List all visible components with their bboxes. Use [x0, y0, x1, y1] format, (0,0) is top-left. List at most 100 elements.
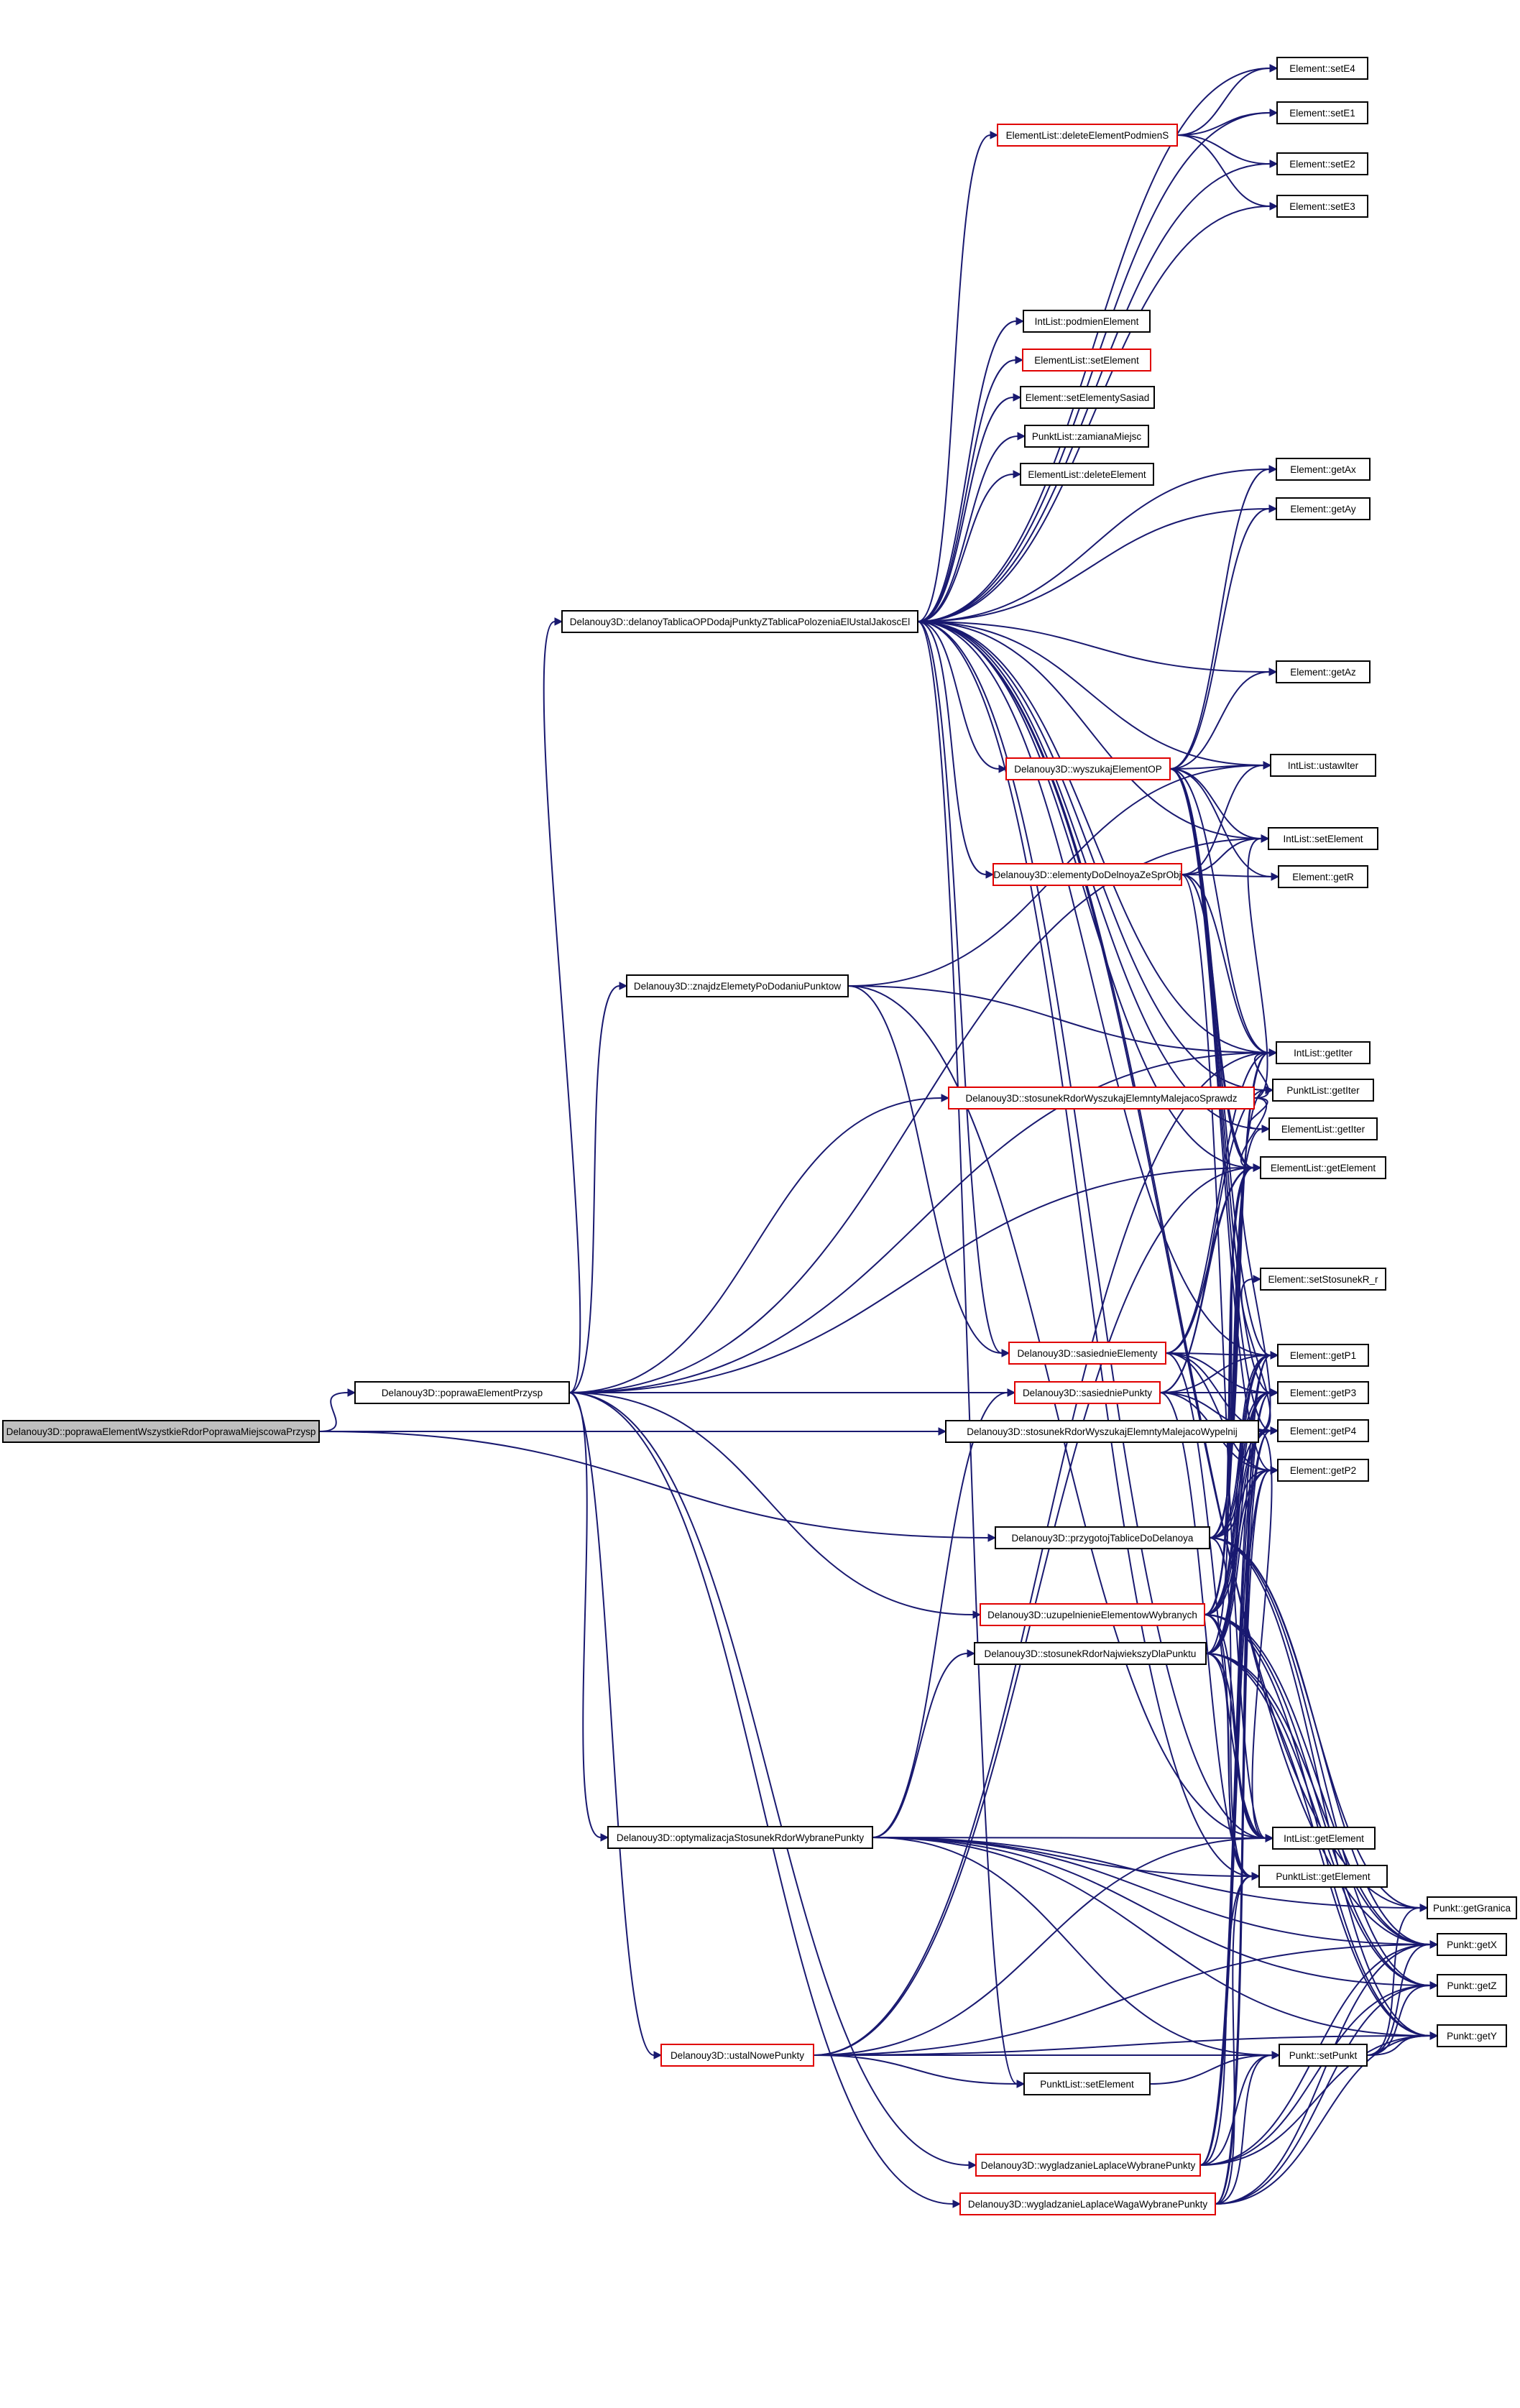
node-box — [1277, 1344, 1369, 1367]
edge-dtop-to-gay — [917, 508, 1270, 622]
edge-uzu-to-gp1 — [1204, 1355, 1271, 1615]
node-element-getaz[interactable]: Element::getAz — [1276, 660, 1371, 683]
edge-unp-to-plse — [813, 2054, 1018, 2085]
node-label: Element::setE2 — [1289, 159, 1355, 170]
node-box — [1276, 660, 1371, 683]
node-punktlist-setelement[interactable]: PunktList::setElement — [1023, 2072, 1151, 2095]
node-label: Delanouy3D::stosunekRdorWyszukajElemntyM… — [967, 1426, 1237, 1437]
edge-dtop-to-gaz — [917, 621, 1270, 673]
node-box — [1268, 1117, 1378, 1140]
node-delanouy3d-elementydodelnoyazesprobj[interactable]: Delanouy3D::elementyDoDelnoyaZeSprObj — [992, 863, 1182, 886]
node-element-sete3[interactable]: Element::setE3 — [1276, 195, 1368, 218]
node-delanouy3d-wygladzanielaplacewagawybranepunkty[interactable]: Delanouy3D::wygladzanieLaplaceWagaWybran… — [959, 2192, 1216, 2215]
node-element-setelementysasiad[interactable]: Element::setElementySasiad — [1020, 386, 1155, 409]
node-intlist-getelement[interactable]: IntList::getElement — [1272, 1827, 1376, 1850]
edge-unp-to-ilgi — [813, 1052, 1270, 2056]
node-delanouy3d-przygotojtablicedodelanoya[interactable]: Delanouy3D::przygotojTabliceDoDelanoya — [995, 1526, 1210, 1549]
edge-dtop-to-ess — [917, 397, 1014, 622]
node-element-getp1[interactable]: Element::getP1 — [1277, 1344, 1369, 1367]
node-label: PunktList::setElement — [1040, 2079, 1134, 2090]
node-punkt-gety[interactable]: Punkt::getY — [1437, 2024, 1507, 2047]
edge-opt-to-plge — [872, 1837, 1253, 1877]
edge-ssp-to-ilgi — [1253, 1052, 1270, 1099]
node-label: Punkt::getY — [1447, 2031, 1497, 2042]
edge-snp-to-pgx — [1205, 1653, 1431, 1945]
node-label: Delanouy3D::delanoyTablicaOPDodajPunktyZ… — [570, 617, 911, 627]
node-label: Delanouy3D::poprawaElementWszystkieRdorP… — [6, 1426, 316, 1437]
edge-wlw-to-pgx — [1215, 1944, 1431, 2205]
node-punktlist-zamianamiejsc[interactable]: PunktList::zamianaMiejsc — [1024, 425, 1149, 448]
node-label: Punkt::getGranica — [1433, 1903, 1511, 1914]
node-label: Delanouy3D::elementyDoDelnoyaZeSprObj — [993, 869, 1181, 880]
edge-snp-to-elge — [1205, 1167, 1254, 1654]
node-punkt-getz[interactable]: Punkt::getZ — [1437, 1974, 1507, 1997]
edge-root-to-ptd — [318, 1431, 989, 1539]
node-element-sete2[interactable]: Element::setE2 — [1276, 152, 1368, 175]
node-punkt-setpunkt[interactable]: Punkt::setPunkt — [1279, 2044, 1368, 2067]
node-element-sete1[interactable]: Element::setE1 — [1276, 101, 1368, 124]
node-punkt-getx[interactable]: Punkt::getX — [1437, 1933, 1507, 1956]
node-delanouy3d-poprawaelementprzysp[interactable]: Delanouy3D::poprawaElementPrzysp — [354, 1381, 570, 1404]
node-elementlist-deleteelement[interactable]: ElementList::deleteElement — [1020, 463, 1154, 486]
node-box — [561, 610, 918, 633]
node-elementlist-setelement[interactable]: ElementList::setElement — [1022, 349, 1151, 372]
node-element-getay[interactable]: Element::getAy — [1276, 497, 1371, 520]
node-box — [1272, 1827, 1376, 1850]
arrowhead-dtop-to-eldp — [990, 131, 999, 139]
node-element-getp3[interactable]: Element::getP3 — [1277, 1381, 1369, 1404]
arrowhead-plse-to-psp — [1271, 2051, 1281, 2059]
arrowhead-dtop-to-ilpe — [1015, 317, 1025, 326]
edge-dtop-to-e4 — [917, 68, 1271, 622]
node-box — [1437, 1974, 1507, 1997]
node-delanouy3d-sasiedniepunkty[interactable]: Delanouy3D::sasiedniePunkty — [1014, 1381, 1161, 1404]
edge-edd-to-gr — [1181, 874, 1272, 877]
node-delanouy3d-optymalizacjastosunekrdorwybranepunkty[interactable]: Delanouy3D::optymalizacjaStosunekRdorWyb… — [607, 1826, 873, 1849]
arrowhead-dtop-to-else — [1015, 356, 1024, 364]
node-delanouy3d-poprawaelementwszystkierdorpoprawamiejscowaprzysp[interactable]: Delanouy3D::poprawaElementWszystkieRdorP… — [2, 1420, 320, 1443]
edge-eldp-to-e3 — [1176, 134, 1271, 207]
node-intlist-getiter[interactable]: IntList::getIter — [1276, 1041, 1371, 1064]
edge-zne-to-ilgi — [847, 985, 1270, 1053]
node-label: Element::getAz — [1290, 667, 1356, 678]
node-intlist-podmienelement[interactable]: IntList::podmienElement — [1023, 310, 1151, 333]
arrowhead-unp-to-ilge — [1265, 1834, 1274, 1842]
node-element-getp4[interactable]: Element::getP4 — [1277, 1419, 1369, 1442]
node-label: PunktList::getIter — [1286, 1085, 1360, 1096]
edge-snp-to-gp1 — [1205, 1355, 1271, 1654]
node-box — [1020, 386, 1155, 409]
edge-zne-to-ilge — [847, 985, 1266, 1839]
node-element-setstosunekr-r[interactable]: Element::setStosunekR_r — [1260, 1268, 1386, 1291]
edge-dtop-to-plgi — [917, 621, 1266, 1091]
edge-edd-to-ilse — [1181, 838, 1262, 875]
node-delanouy3d-stosunekrdornajwiekszydlapunktu[interactable]: Delanouy3D::stosunekRdorNajwiekszyDlaPun… — [974, 1642, 1207, 1665]
node-delanouy3d-ustalnowepunkty[interactable]: Delanouy3D::ustalNowePunkty — [660, 2044, 814, 2067]
node-delanouy3d-stosunekrdorwyszukajelemntymalejacosprawdz[interactable]: Delanouy3D::stosunekRdorWyszukajElemntyM… — [948, 1087, 1255, 1110]
edge-dtop-to-gp1 — [917, 621, 1271, 1356]
node-delanouy3d-wyszukajelementop[interactable]: Delanouy3D::wyszukajElementOP — [1005, 757, 1171, 780]
node-delanouy3d-delanoytablicaopdodajpunktyztablicapolozeniaelustaljakoscel[interactable]: Delanouy3D::delanoyTablicaOPDodajPunktyZ… — [561, 610, 918, 633]
node-punkt-getgranica[interactable]: Punkt::getGranica — [1427, 1896, 1517, 1919]
node-label: ElementList::deleteElement — [1028, 469, 1146, 480]
node-element-getax[interactable]: Element::getAx — [1276, 458, 1371, 481]
edge-opt-to-snp — [872, 1653, 968, 1838]
node-delanouy3d-stosunekrdorwyszukajelemntymalejacowypelnij[interactable]: Delanouy3D::stosunekRdorWyszukajElemntyM… — [945, 1420, 1259, 1443]
node-delanouy3d-wygladzanielaplacewybranepunkty[interactable]: Delanouy3D::wygladzanieLaplaceWybranePun… — [975, 2154, 1201, 2177]
node-delanouy3d-sasiednieelementy[interactable]: Delanouy3D::sasiednieElementy — [1008, 1342, 1166, 1365]
node-intlist-ustawiter[interactable]: IntList::ustawIter — [1270, 754, 1376, 777]
node-intlist-setelement[interactable]: IntList::setElement — [1268, 827, 1378, 850]
node-delanouy3d-uzupelnienieelementowwybranych[interactable]: Delanouy3D::uzupelnienieElementowWybrany… — [980, 1603, 1205, 1626]
node-elementlist-getiter[interactable]: ElementList::getIter — [1268, 1117, 1378, 1140]
node-element-getr[interactable]: Element::getR — [1278, 865, 1368, 888]
node-label: Element::getAx — [1290, 464, 1356, 475]
node-element-getp2[interactable]: Element::getP2 — [1277, 1459, 1369, 1482]
node-punktlist-getelement[interactable]: PunktList::getElement — [1258, 1865, 1388, 1888]
edge-opt-to-ilge — [872, 1837, 1266, 1839]
node-element-sete4[interactable]: Element::setE4 — [1276, 57, 1368, 80]
node-delanouy3d-znajdzelemetypododaniupunktow[interactable]: Delanouy3D::znajdzElemetyPoDodaniuPunkto… — [626, 974, 849, 997]
node-label: Punkt::getX — [1447, 1939, 1497, 1950]
node-elementlist-deleteelementpodmiens[interactable]: ElementList::deleteElementPodmienS — [997, 124, 1178, 147]
node-elementlist-getelement[interactable]: ElementList::getElement — [1260, 1156, 1386, 1179]
node-punktlist-getiter[interactable]: PunktList::getIter — [1272, 1079, 1374, 1102]
node-label: Delanouy3D::znajdzElemetyPoDodaniuPunkto… — [634, 981, 841, 992]
